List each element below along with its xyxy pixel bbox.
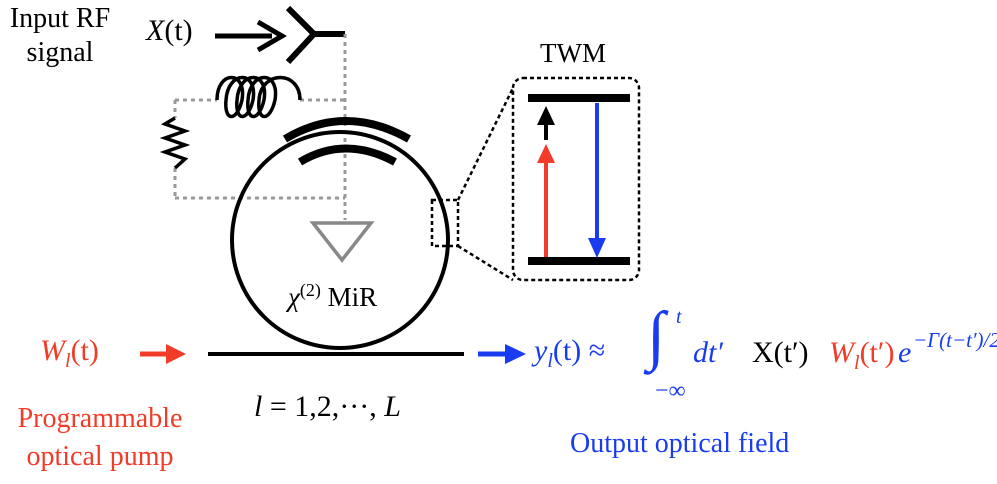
input-rf-label-line2: signal xyxy=(26,37,94,68)
circuit-wiring xyxy=(173,34,347,220)
zoom-line-top xyxy=(456,87,515,201)
w-term-arg: (t′) xyxy=(859,336,895,369)
antenna-icon xyxy=(285,5,345,65)
twm-label: TWM xyxy=(540,38,606,68)
resonator-name: MiR xyxy=(327,282,378,312)
w-term-var: W xyxy=(829,336,854,369)
resonator-label: χ(2) MiR xyxy=(288,280,377,313)
integral-lower: −∞ xyxy=(655,378,686,404)
w-term: Wl(t′) xyxy=(829,336,894,375)
pump-label-line2: optical pump xyxy=(26,441,174,472)
pump-symbol: Wl(t) xyxy=(40,334,99,373)
input-arrow-head xyxy=(256,19,287,53)
pump-arg: (t) xyxy=(70,334,99,367)
integral-sign: ∫ xyxy=(647,299,666,372)
index-text: = 1,2,···, xyxy=(269,390,377,423)
chi-order: (2) xyxy=(299,280,321,300)
exp-power: −Γ(t−t′)/2 xyxy=(913,328,997,352)
output-approx: ≈ xyxy=(588,334,606,367)
ground-icon xyxy=(309,221,375,263)
pump-label: Programmable optical pump xyxy=(0,400,200,476)
input-rf-label: Input RF signal xyxy=(4,2,116,70)
capacitor-plate-top xyxy=(282,117,411,143)
pump-var: W xyxy=(40,334,65,367)
input-signal-arg: (t) xyxy=(164,14,193,47)
twm-box xyxy=(511,76,641,282)
inductor-icon xyxy=(215,75,302,119)
input-signal-label: X(t) xyxy=(146,14,193,48)
pump-input-arrow-head xyxy=(166,344,186,364)
output-transition-arrowhead xyxy=(588,238,606,258)
pump-label-line1: Programmable xyxy=(17,403,183,434)
zoom-region xyxy=(430,198,460,248)
zoom-line-bottom xyxy=(457,244,514,282)
index-range: l = 1,2,···, L xyxy=(254,390,401,424)
input-rf-label-line1: Input RF xyxy=(9,3,111,34)
output-sub: l xyxy=(547,350,553,372)
dt-term: dt′ xyxy=(693,336,723,369)
x-term: X(t′) xyxy=(752,336,809,369)
output-var: y xyxy=(534,334,548,367)
output-arg: (t) xyxy=(552,334,582,367)
chi-symbol: χ xyxy=(288,282,300,312)
w-term-sub: l xyxy=(854,352,860,374)
resistor-icon xyxy=(159,116,191,170)
integral-upper: t xyxy=(676,306,682,328)
output-arrow-head xyxy=(505,344,526,364)
index-max: L xyxy=(384,390,401,423)
pump-transition-arrowhead xyxy=(537,144,555,163)
output-lhs: yl(t) ≈ xyxy=(534,334,605,373)
capacitor-plate-bottom xyxy=(297,144,397,166)
output-label: Output optical field xyxy=(570,428,790,459)
index-var: l xyxy=(254,390,263,423)
rf-transition-arrowhead xyxy=(537,106,555,125)
pump-sub: l xyxy=(65,350,71,372)
exp-base: e xyxy=(898,336,912,369)
microring-resonator xyxy=(230,130,450,350)
input-signal-var: X xyxy=(146,14,165,47)
